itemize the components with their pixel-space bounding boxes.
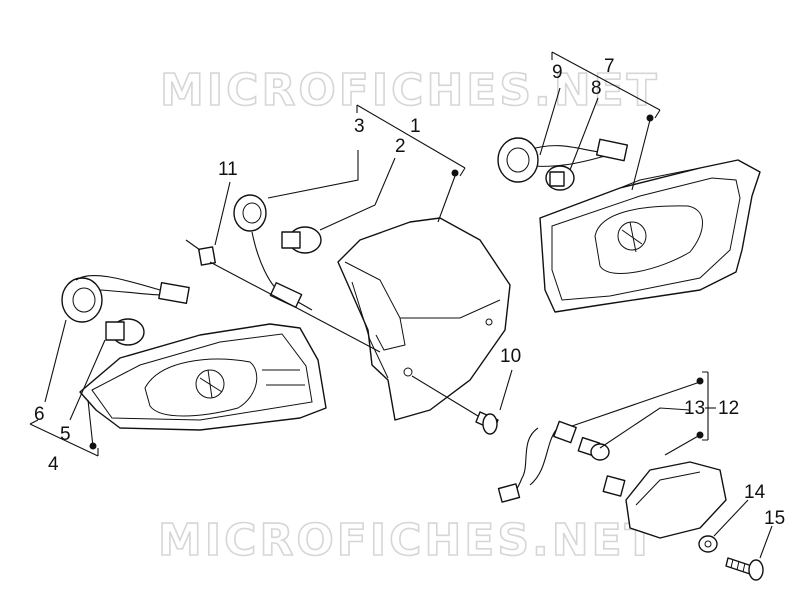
washer-14[interactable]	[698, 535, 718, 553]
leader-4	[87, 399, 94, 448]
callout-8[interactable]: 8	[591, 78, 602, 99]
callout-12[interactable]: 12	[718, 398, 739, 419]
callout-4[interactable]: 4	[48, 454, 59, 475]
callout-9[interactable]: 9	[552, 62, 563, 83]
screw-10[interactable]	[475, 411, 499, 435]
left-light-housing[interactable]	[79, 323, 327, 431]
screw-10-guide	[411, 375, 479, 417]
clip-11[interactable]	[185, 239, 216, 266]
leader-12a	[571, 381, 701, 427]
plate-light-holder[interactable]	[602, 475, 626, 497]
center-bulb[interactable]	[281, 226, 322, 254]
dot-12b	[696, 431, 704, 439]
callout-6[interactable]: 6	[34, 404, 45, 425]
plate-light-lens[interactable]	[625, 461, 727, 539]
dot-7	[646, 114, 654, 122]
watermark-top: MICROFICHES.NET	[160, 65, 660, 116]
leader-2	[319, 157, 396, 231]
dot-4	[89, 442, 97, 450]
center-rear-cover[interactable]	[337, 217, 511, 421]
plate-light-bulb[interactable]	[577, 436, 610, 461]
leader-11	[214, 181, 231, 246]
leader-12b	[664, 434, 701, 456]
leader-6	[44, 319, 67, 403]
leader-8	[569, 97, 599, 171]
center-bulb-socket[interactable]	[233, 194, 313, 311]
right-bulb[interactable]	[545, 165, 575, 191]
leader-10	[499, 369, 513, 411]
bracket-7-ends	[551, 52, 661, 119]
dot-12a	[696, 377, 704, 385]
leader-3	[267, 150, 359, 199]
callout-13[interactable]: 13	[684, 398, 705, 419]
bracket-7	[551, 51, 661, 111]
callout-10[interactable]: 10	[500, 346, 521, 367]
screw-15[interactable]	[725, 557, 764, 581]
leader-5	[69, 339, 106, 421]
bracket-1	[356, 104, 466, 169]
left-bulb-socket-wiring[interactable]	[61, 274, 190, 323]
callout-11[interactable]: 11	[218, 159, 238, 180]
leader-14	[713, 499, 749, 537]
leader-1	[437, 175, 456, 223]
leader-7	[631, 119, 651, 191]
right-bulb-socket-wiring[interactable]	[497, 137, 629, 183]
callout-14[interactable]: 14	[744, 482, 766, 503]
leader-15	[759, 525, 773, 559]
bracket-4	[29, 423, 99, 457]
left-bulb[interactable]	[105, 318, 145, 346]
callout-15[interactable]: 15	[764, 508, 785, 529]
callout-2[interactable]: 2	[395, 136, 406, 157]
callout-3[interactable]: 3	[354, 116, 365, 137]
bracket-4-ends	[29, 419, 99, 456]
callout-1[interactable]: 1	[410, 116, 421, 137]
plate-light-wiring[interactable]	[497, 420, 577, 503]
leader-13	[599, 407, 691, 449]
bracket-12	[702, 371, 709, 441]
right-light-housing[interactable]	[539, 159, 761, 313]
leader-9	[539, 87, 561, 156]
callout-5[interactable]: 5	[60, 424, 71, 445]
bracket-1-ends	[356, 105, 466, 177]
dot-1	[451, 169, 459, 177]
watermark-bottom: MICROFICHES.NET	[158, 515, 658, 566]
clip-11-guide	[209, 261, 381, 353]
callout-7[interactable]: 7	[604, 56, 615, 77]
